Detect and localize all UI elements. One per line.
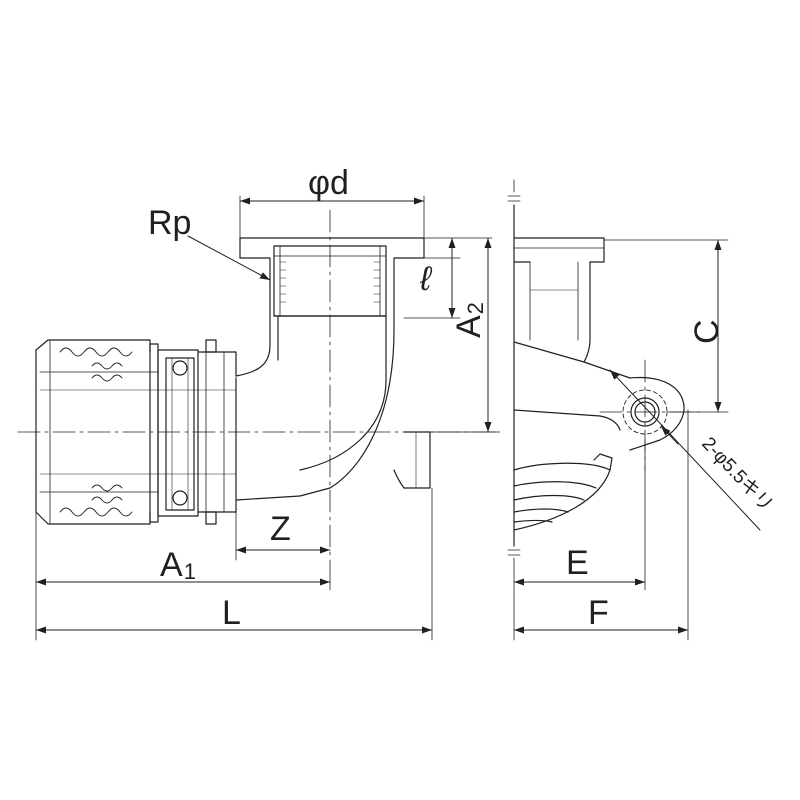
dimension-label-e: E xyxy=(566,544,589,582)
side-view xyxy=(507,179,685,641)
dimension-label-z: Z xyxy=(270,510,291,548)
dimension-label-a1: A1 xyxy=(160,546,196,584)
elbow-body xyxy=(235,237,431,513)
dimension-label-f: F xyxy=(588,594,609,632)
dimension-label-ell: ℓ xyxy=(420,260,431,298)
a1-main: A xyxy=(160,546,183,584)
dimension-label-c: C xyxy=(688,319,726,344)
dimension-label-l: L xyxy=(222,594,241,632)
center-lines-right xyxy=(599,359,701,471)
a1-sub: 1 xyxy=(183,559,196,584)
dimension-label-rp: Rp xyxy=(148,204,192,242)
a2-main: A xyxy=(450,315,488,338)
dimension-label-phi-d: φd xyxy=(308,164,349,202)
dimension-lines-right xyxy=(513,239,761,634)
dimension-label-a2: A2 xyxy=(450,302,488,338)
dimension-lines-left xyxy=(35,197,492,634)
press-coupling xyxy=(35,339,237,525)
a2-sub: 2 xyxy=(463,302,488,315)
